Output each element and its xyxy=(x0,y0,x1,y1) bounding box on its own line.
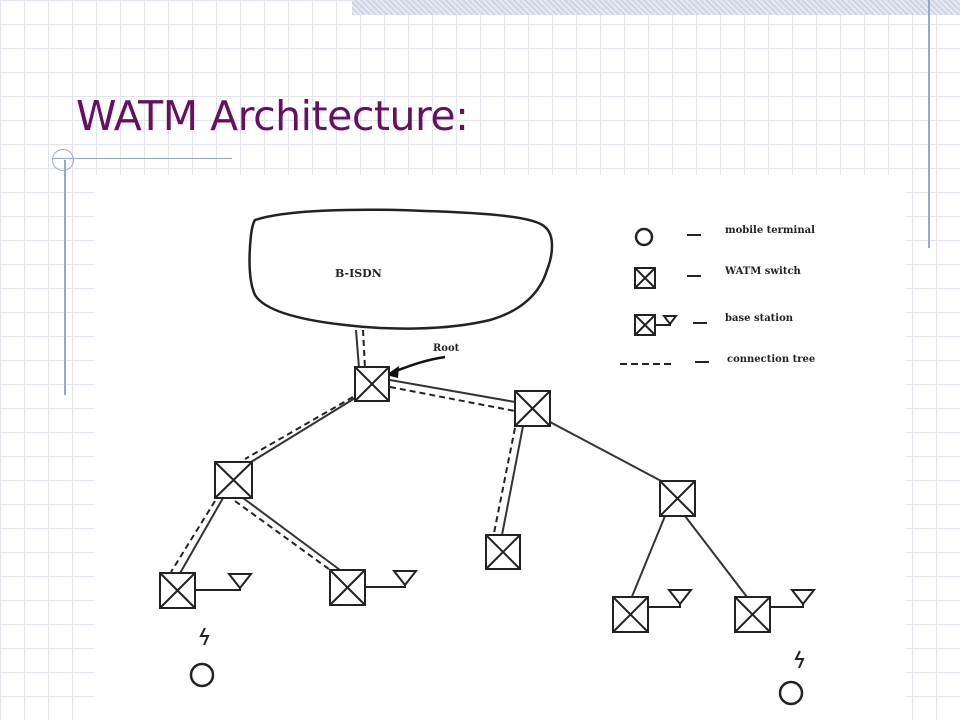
watm-switch-icon xyxy=(514,390,551,427)
watm-switches xyxy=(214,366,696,570)
legend-label-mobile-terminal: mobile terminal xyxy=(725,225,815,236)
watm-switch-icon xyxy=(659,480,696,517)
mobile-terminal-icon xyxy=(778,680,804,706)
legend: mobile terminal WATM switch base sta xyxy=(620,225,815,365)
base-station-icon xyxy=(159,572,254,609)
legend-item-watm-switch: WATM switch xyxy=(634,266,802,289)
mobile-terminal-icon xyxy=(189,662,215,688)
tree-root-switch-a xyxy=(244,396,354,460)
root-switch-icon xyxy=(354,366,390,402)
link-switch-b-switch-d xyxy=(549,421,666,484)
network-links xyxy=(178,329,748,600)
legend-base-station-icon xyxy=(634,314,678,336)
legend-circle-icon xyxy=(634,227,654,247)
base-station-icon xyxy=(329,569,419,606)
radio-links xyxy=(199,627,805,669)
link-switch-d-bs3 xyxy=(630,515,666,600)
mobile-terminals xyxy=(189,662,804,706)
watm-switch-icon xyxy=(214,461,253,499)
legend-switch-icon xyxy=(634,267,656,289)
b-isdn-cloud xyxy=(248,208,554,330)
title-bullet-circle xyxy=(52,149,74,171)
title-underline xyxy=(52,158,232,159)
legend-item-mobile-terminal: mobile terminal xyxy=(634,225,815,247)
link-switch-a-bs1 xyxy=(178,497,224,576)
connection-tree-paths xyxy=(170,329,516,573)
base-stations xyxy=(159,569,817,633)
base-station-icon xyxy=(612,589,694,633)
link-root-switch-b xyxy=(389,379,516,403)
tree-root-switch-b xyxy=(389,386,516,412)
slide-title: WATM Architecture: xyxy=(76,92,469,140)
left-decorative-rule xyxy=(64,160,66,395)
lightning-icon xyxy=(199,627,210,646)
legend-label-watm-switch: WATM switch xyxy=(724,266,802,277)
link-root-switch-a xyxy=(250,394,361,463)
legend-label-base-station: base station xyxy=(725,313,794,324)
root-label: Root xyxy=(433,343,460,354)
watm-switch-icon xyxy=(485,534,521,570)
base-station-icon xyxy=(734,589,817,633)
link-switch-b-switch-c xyxy=(501,425,524,536)
link-cloud-root xyxy=(355,329,360,369)
link-switch-d-bs4 xyxy=(684,515,748,598)
b-isdn-label: B-ISDN xyxy=(335,267,382,280)
watm-architecture-diagram: B-ISDN Root xyxy=(159,208,817,706)
tree-switch-b-switch-c xyxy=(493,427,516,534)
legend-item-base-station: base station xyxy=(634,313,794,336)
top-decorative-band xyxy=(352,0,960,15)
tree-cloud-root xyxy=(362,329,366,369)
right-decorative-rule xyxy=(928,0,930,248)
tree-switch-a-bs2 xyxy=(234,500,334,573)
link-switch-a-bs2 xyxy=(242,497,341,571)
legend-label-connection-tree: connection tree xyxy=(727,354,815,365)
legend-item-connection-tree: connection tree xyxy=(620,354,815,365)
root-arrow xyxy=(392,355,446,374)
tree-switch-a-bs1 xyxy=(170,500,216,573)
lightning-icon xyxy=(794,650,805,669)
watm-architecture-figure: B-ISDN Root xyxy=(95,175,905,720)
